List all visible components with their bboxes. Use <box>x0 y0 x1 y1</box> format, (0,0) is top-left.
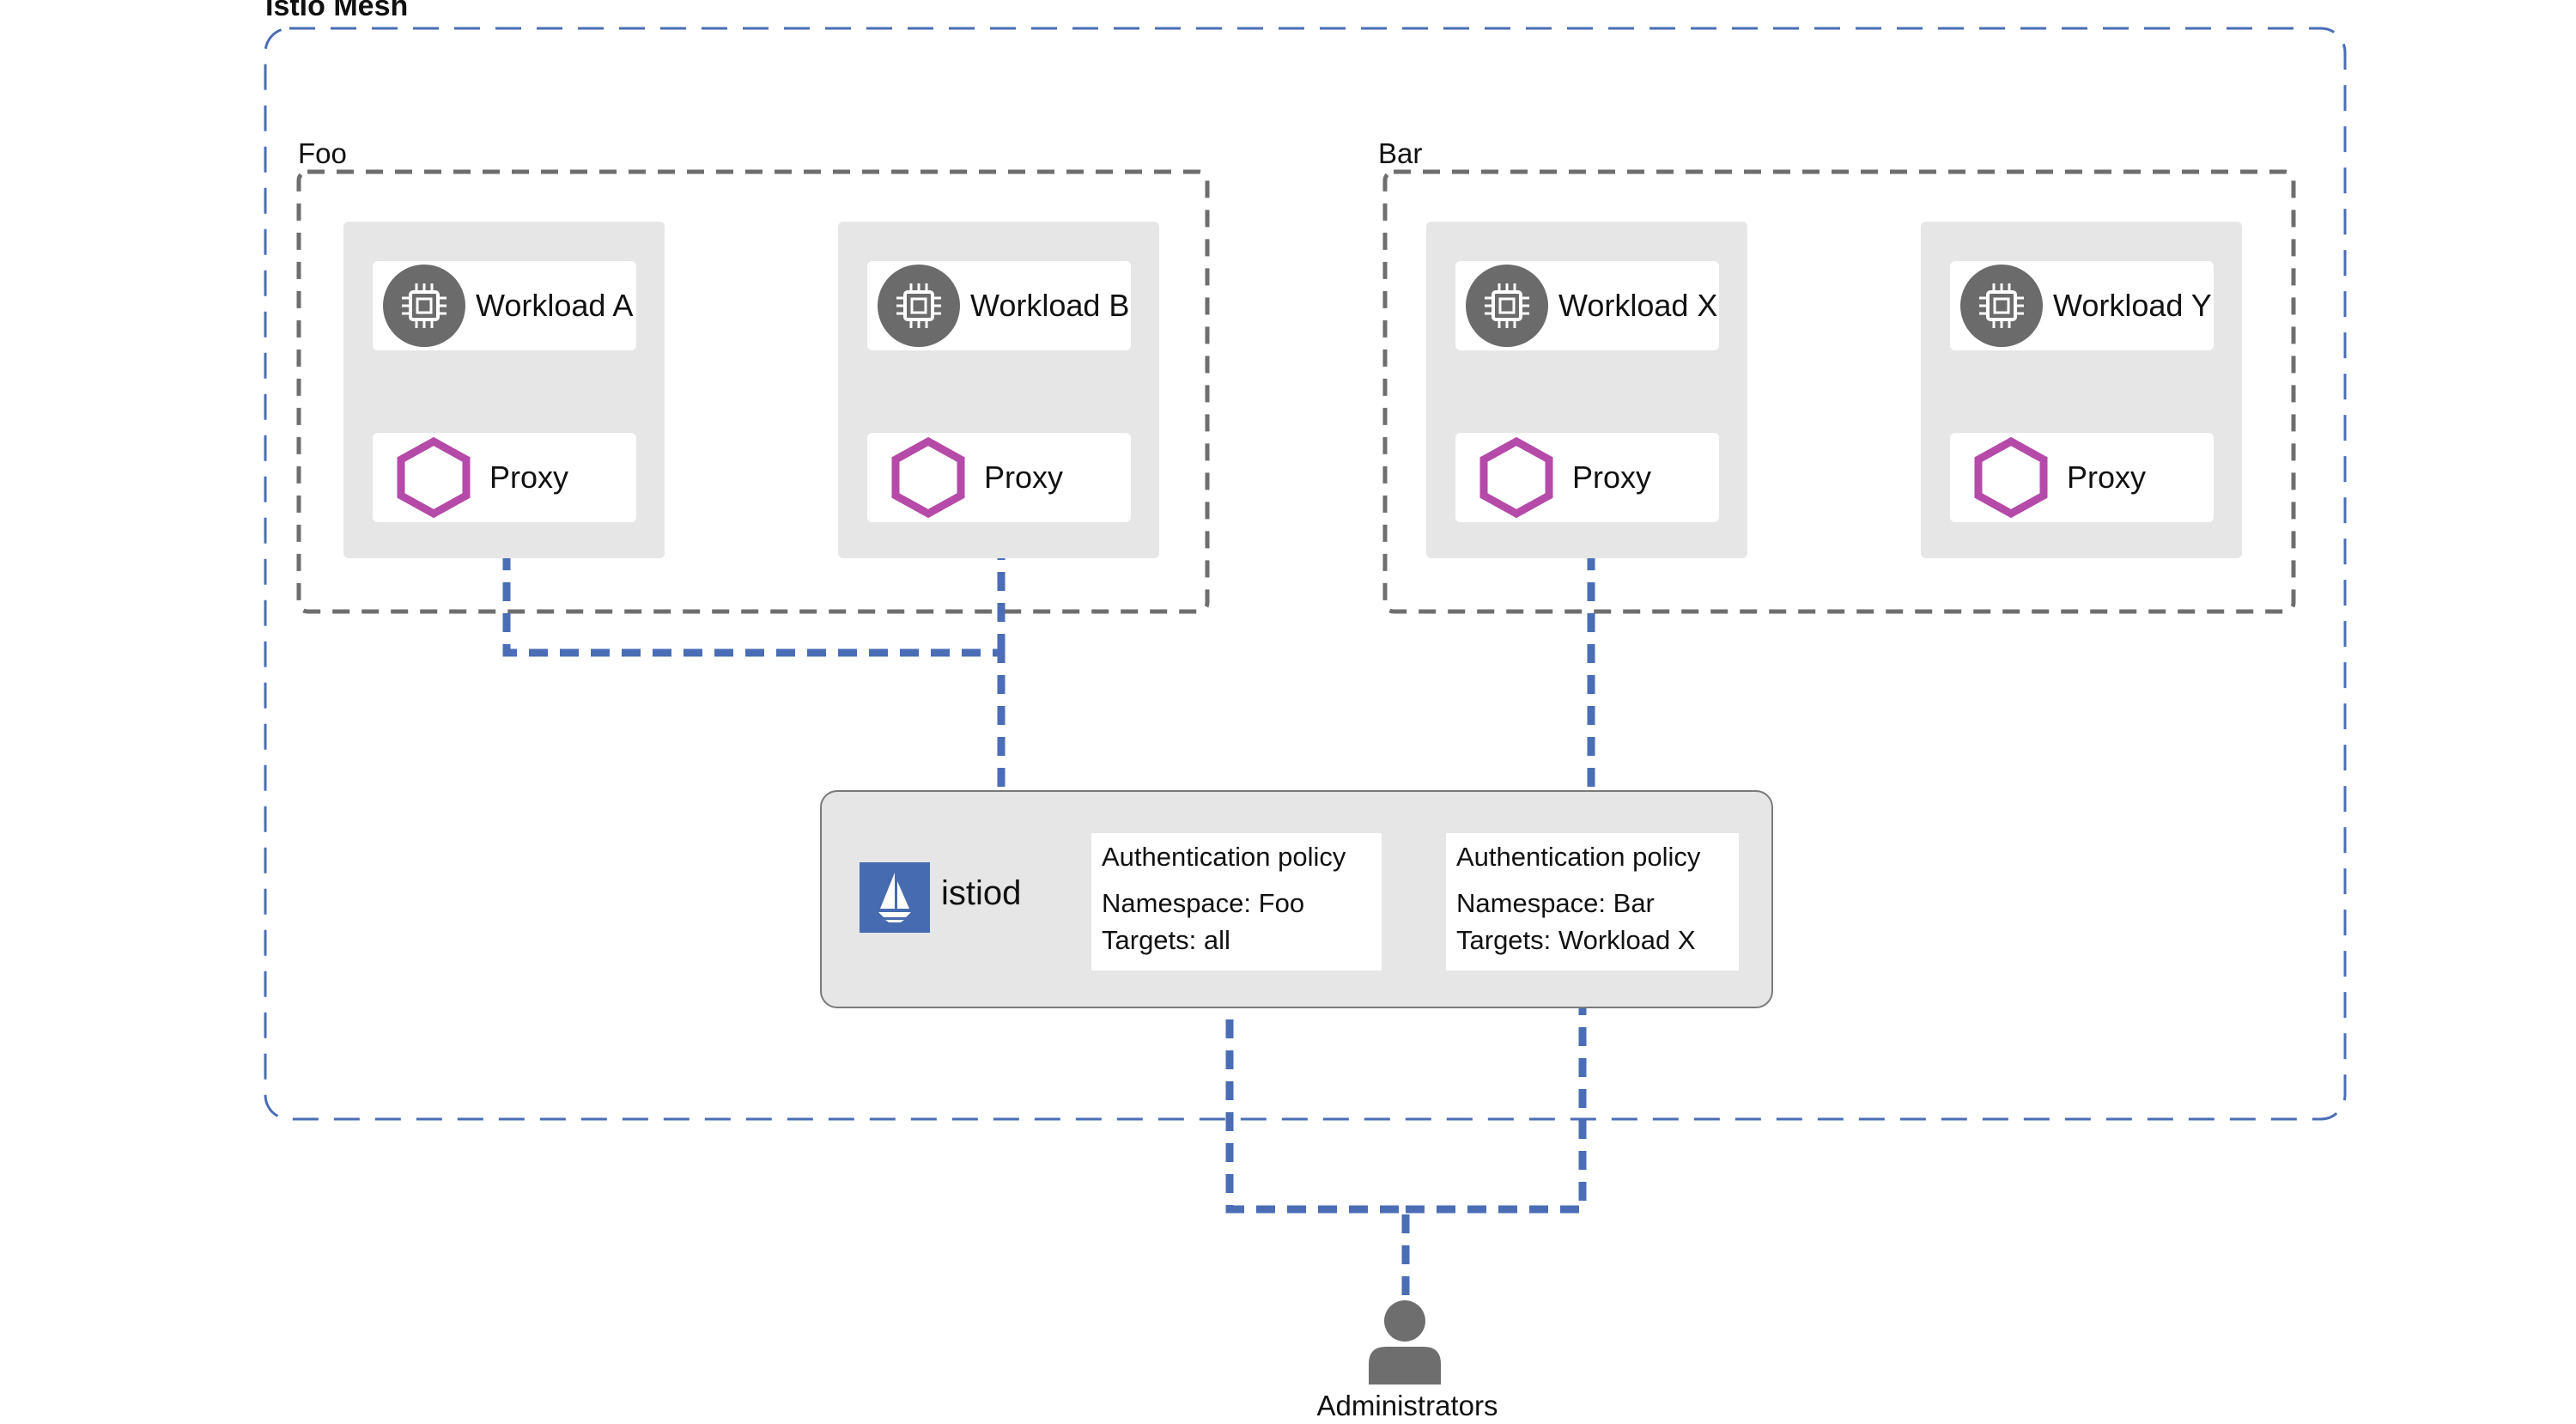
workload-proxy-arrows <box>491 352 2102 436</box>
workload-a-card[interactable]: Workload A <box>373 261 636 350</box>
namespace-bar-label: Bar <box>1378 137 1423 169</box>
auth-policy-bar-namespace: Namespace: Bar <box>1456 888 1655 918</box>
istiod-label: istiod <box>941 874 1022 912</box>
administrators-label: Administrators <box>1316 1390 1498 1421</box>
auth-policy-bar[interactable]: Authentication policy Namespace: Bar Tar… <box>1446 833 1739 971</box>
auth-policy-foo-targets: Targets: all <box>1102 925 1230 955</box>
istiod-to-proxy-flow <box>502 550 1595 787</box>
proxy-x-card[interactable]: Proxy <box>1455 433 1719 522</box>
auth-policy-foo-namespace: Namespace: Foo <box>1102 888 1305 918</box>
proxy-b-card[interactable]: Proxy <box>867 433 1131 522</box>
mesh-title: Istio Mesh <box>265 0 409 22</box>
proxy-a-card[interactable]: Proxy <box>373 433 636 522</box>
workload-b-label: Workload B <box>970 288 1130 323</box>
chip-icon <box>878 265 960 347</box>
proxy-a-label: Proxy <box>489 459 569 495</box>
chip-icon <box>1960 265 2043 347</box>
hexagon-icon <box>397 436 471 519</box>
hexagon-icon <box>891 436 965 519</box>
chip-icon <box>383 265 465 347</box>
proxy-x-label: Proxy <box>1572 459 1652 495</box>
workload-x-card[interactable]: Workload X <box>1455 261 1719 350</box>
namespace-foo-boundary <box>296 169 1210 614</box>
workload-x-label: Workload X <box>1558 288 1718 323</box>
user-icon <box>1369 1300 1441 1384</box>
admin-to-policy-flow <box>1225 988 1587 1295</box>
auth-policy-foo-title: Authentication policy <box>1102 842 1346 872</box>
workload-b-card[interactable]: Workload B <box>867 261 1131 350</box>
auth-policy-bar-title: Authentication policy <box>1456 842 1701 872</box>
namespace-foo-label: Foo <box>298 137 347 169</box>
workload-y-card[interactable]: Workload Y <box>1950 261 2214 350</box>
proxy-y-label: Proxy <box>2067 459 2147 495</box>
hexagon-icon <box>1974 436 2048 519</box>
proxy-y-card[interactable]: Proxy <box>1950 433 2214 522</box>
namespace-bar-boundary <box>1382 169 2296 614</box>
workload-y-label: Workload Y <box>2053 288 2212 323</box>
auth-policy-bar-targets: Targets: Workload X <box>1456 925 1696 955</box>
auth-policy-foo[interactable]: Authentication policy Namespace: Foo Tar… <box>1091 833 1382 971</box>
proxy-b-label: Proxy <box>984 459 1064 495</box>
sail-logo-icon <box>860 862 930 933</box>
chip-icon <box>1466 265 1548 347</box>
mesh-boundary <box>264 27 2347 1121</box>
workload-a-label: Workload A <box>476 288 634 323</box>
hexagon-icon <box>1479 436 1553 519</box>
